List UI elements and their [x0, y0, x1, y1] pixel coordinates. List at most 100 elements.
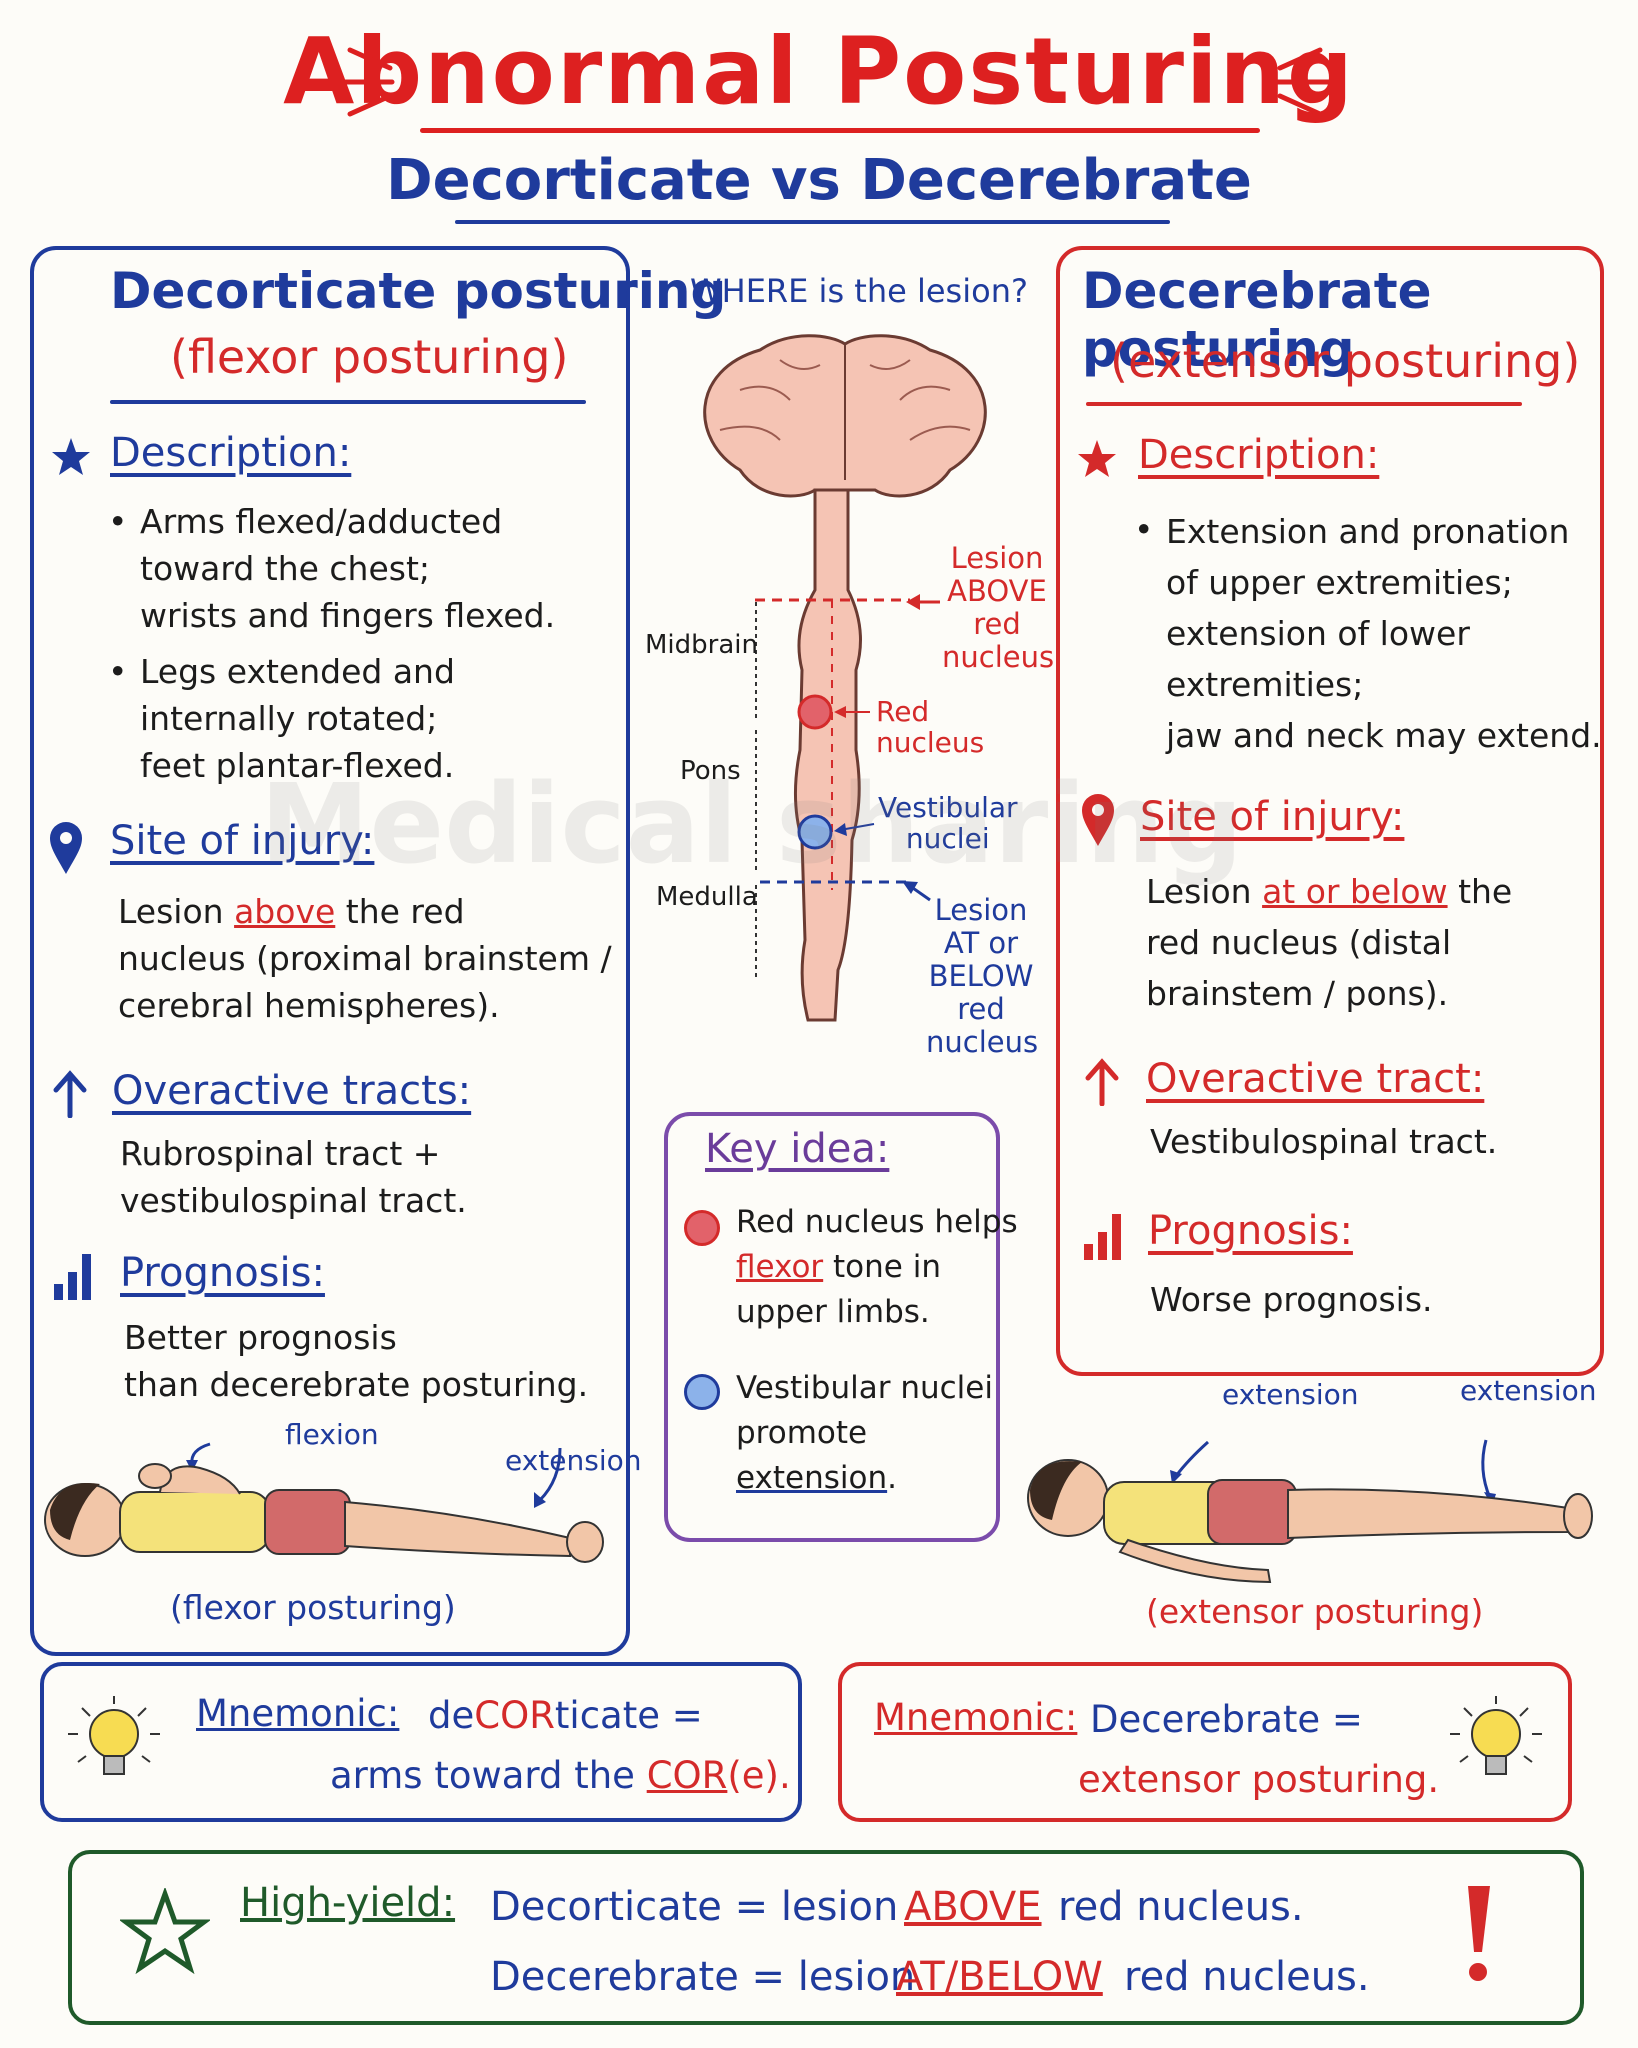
decorticate-description-legs: Legs extended and internally rotated; fe…: [140, 648, 455, 789]
text-line: red nucleus (distal: [1146, 923, 1452, 962]
pons-label: Pons: [680, 756, 741, 786]
text-fragment: arms toward the: [330, 1754, 647, 1797]
text-line: Vestibulospinal tract.: [1150, 1122, 1498, 1161]
lesion-below-label: Lesion AT or BELOW red nucleus: [926, 893, 1038, 1059]
text-line: feet plantar-flexed.: [140, 746, 455, 785]
decorticate-panel: [30, 246, 630, 1656]
decorticate-tracts-text: Rubrospinal tract + vestibulospinal trac…: [120, 1130, 467, 1224]
decorticate-figure: [44, 1442, 604, 1563]
text-line: Lesion above the red: [118, 888, 612, 935]
arrow-up-icon: [53, 1070, 87, 1118]
text-line: wrists and fingers flexed.: [140, 596, 556, 635]
mnemonic-left-line2: arms toward the COR(e).: [330, 1754, 791, 1797]
decerebrate-prognosis-text: Worse prognosis.: [1150, 1276, 1433, 1323]
text-line: Legs extended and: [140, 652, 455, 691]
text-line: Arms flexed/adducted: [140, 502, 503, 541]
decorticate-description-heading: Description:: [110, 430, 352, 476]
flexor-emphasis: flexor: [736, 1249, 824, 1285]
high-yield-above: ABOVE: [904, 1884, 1042, 1930]
text-line: than decerebrate posturing.: [124, 1365, 589, 1404]
star-icon: [52, 438, 90, 475]
bar-chart-icon: [54, 1254, 91, 1300]
page-title: Abnormal Posturing: [283, 18, 1355, 125]
vestibular-nuclei-label: Vestibular nuclei: [878, 792, 1018, 854]
title-accent-right: [1275, 47, 1333, 117]
cor-emphasis: COR: [646, 1754, 728, 1797]
decerebrate-description-heading: Description:: [1138, 432, 1380, 478]
cor-emphasis: COR: [474, 1694, 555, 1737]
text-line: nucleus: [942, 640, 1055, 674]
site-emphasis: above: [234, 892, 336, 931]
text-line: nuclei: [905, 822, 990, 855]
map-pin-icon: [50, 822, 82, 874]
lesion-above-label: Lesion ABOVE red nucleus: [942, 541, 1055, 674]
text-line: extremities;: [1166, 665, 1364, 704]
decorticate-tracts-heading: Overactive tracts:: [112, 1068, 472, 1114]
text-fragment: .: [887, 1460, 897, 1496]
brain-brainstem-illustration: [703, 334, 987, 1022]
decorticate-title-rule: [110, 400, 586, 404]
text-line: Worse prognosis.: [1150, 1280, 1433, 1319]
text-line: Better prognosis: [124, 1318, 397, 1357]
decerebrate-title: Decerebrate posturing: [1082, 262, 1432, 378]
star-icon: [1078, 440, 1116, 477]
text-line: Red: [876, 695, 930, 728]
decorticate-subtitle: (flexor posturing): [170, 330, 569, 384]
decerebrate-tracts-heading: Overactive tract:: [1146, 1056, 1485, 1102]
watermark: Medical sharing: [260, 760, 1243, 888]
decorticate-prognosis-text: Better prognosis than decerebrate postur…: [124, 1314, 588, 1408]
text-line: red: [973, 607, 1021, 641]
decerebrate-title-rule: [1086, 402, 1522, 406]
star-outline-icon: [120, 1888, 210, 1975]
text-line: Vestibular: [878, 791, 1018, 824]
text-line: promote: [736, 1415, 868, 1451]
medulla-label: Medulla: [656, 882, 758, 912]
key-blue-text: Vestibular nuclei promote extension.: [736, 1366, 993, 1501]
text-line: Rubrospinal tract +: [120, 1134, 441, 1173]
blue-dot-icon: [684, 1374, 720, 1410]
decerebrate-leg-extension-label: extension: [1460, 1374, 1597, 1407]
high-yield-line2-end: red nucleus.: [1124, 1954, 1370, 2000]
text-fragment: Lesion: [1146, 872, 1263, 911]
high-yield-label: High-yield:: [240, 1880, 456, 1926]
mnemonic-right-label: Mnemonic:: [874, 1696, 1078, 1739]
text-line: internally rotated;: [140, 699, 438, 738]
text-fragment: the red: [335, 892, 465, 931]
text-line: Lesion: [934, 893, 1028, 927]
high-yield-line1-start: Decorticate = lesion: [490, 1884, 899, 1930]
bullet-dot: •: [1134, 510, 1154, 549]
where-question: WHERE is the lesion?: [690, 272, 1028, 310]
high-yield-at-below: AT/BELOW: [896, 1954, 1103, 2000]
text-line: BELOW: [928, 959, 1034, 993]
text-line: toward the chest;: [140, 549, 431, 588]
high-yield-line1-end: red nucleus.: [1058, 1884, 1304, 1930]
text-line: Lesion: [950, 541, 1044, 575]
text-line: extension of lower: [1166, 614, 1470, 653]
text-fragment: the: [1447, 872, 1513, 911]
text-line: nucleus: [876, 726, 985, 759]
lightbulb-icon: [1450, 1696, 1542, 1775]
decorticate-site-heading: Site of injury:: [110, 818, 375, 864]
decerebrate-subtitle: (extensor posturing): [1110, 334, 1581, 388]
text-line: Vestibular nuclei: [736, 1370, 993, 1406]
text-line: vestibulospinal tract.: [120, 1181, 467, 1220]
text-line: nucleus (proximal brainstem /: [118, 939, 612, 978]
subtitle-underline: [455, 220, 1170, 224]
text-fragment: Lesion: [118, 892, 235, 931]
text-fragment: (e).: [727, 1754, 791, 1797]
red-nucleus-label: Red nucleus: [876, 696, 984, 758]
high-yield-line2-start: Decerebrate = lesion: [490, 1954, 916, 2000]
decerebrate-tracts-text: Vestibulospinal tract.: [1150, 1118, 1497, 1165]
lightbulb-icon: [68, 1696, 160, 1775]
page-subtitle: Decorticate vs Decerebrate: [386, 148, 1252, 213]
text-fragment: tone in: [823, 1249, 941, 1285]
map-pin-icon: [1082, 794, 1114, 846]
key-idea-title: Key idea:: [705, 1126, 890, 1172]
decorticate-description-arms: Arms flexed/adducted toward the chest; w…: [140, 498, 555, 639]
text-line: flexor tone in: [736, 1245, 1018, 1290]
decorticate-extension-label: extension: [505, 1444, 642, 1477]
decorticate-title: Decorticate posturing: [110, 262, 727, 320]
bullet-dot: •: [108, 652, 128, 691]
bar-chart-icon: [1084, 1214, 1121, 1260]
decerebrate-site-text: Lesion at or below the red nucleus (dist…: [1146, 866, 1512, 1019]
